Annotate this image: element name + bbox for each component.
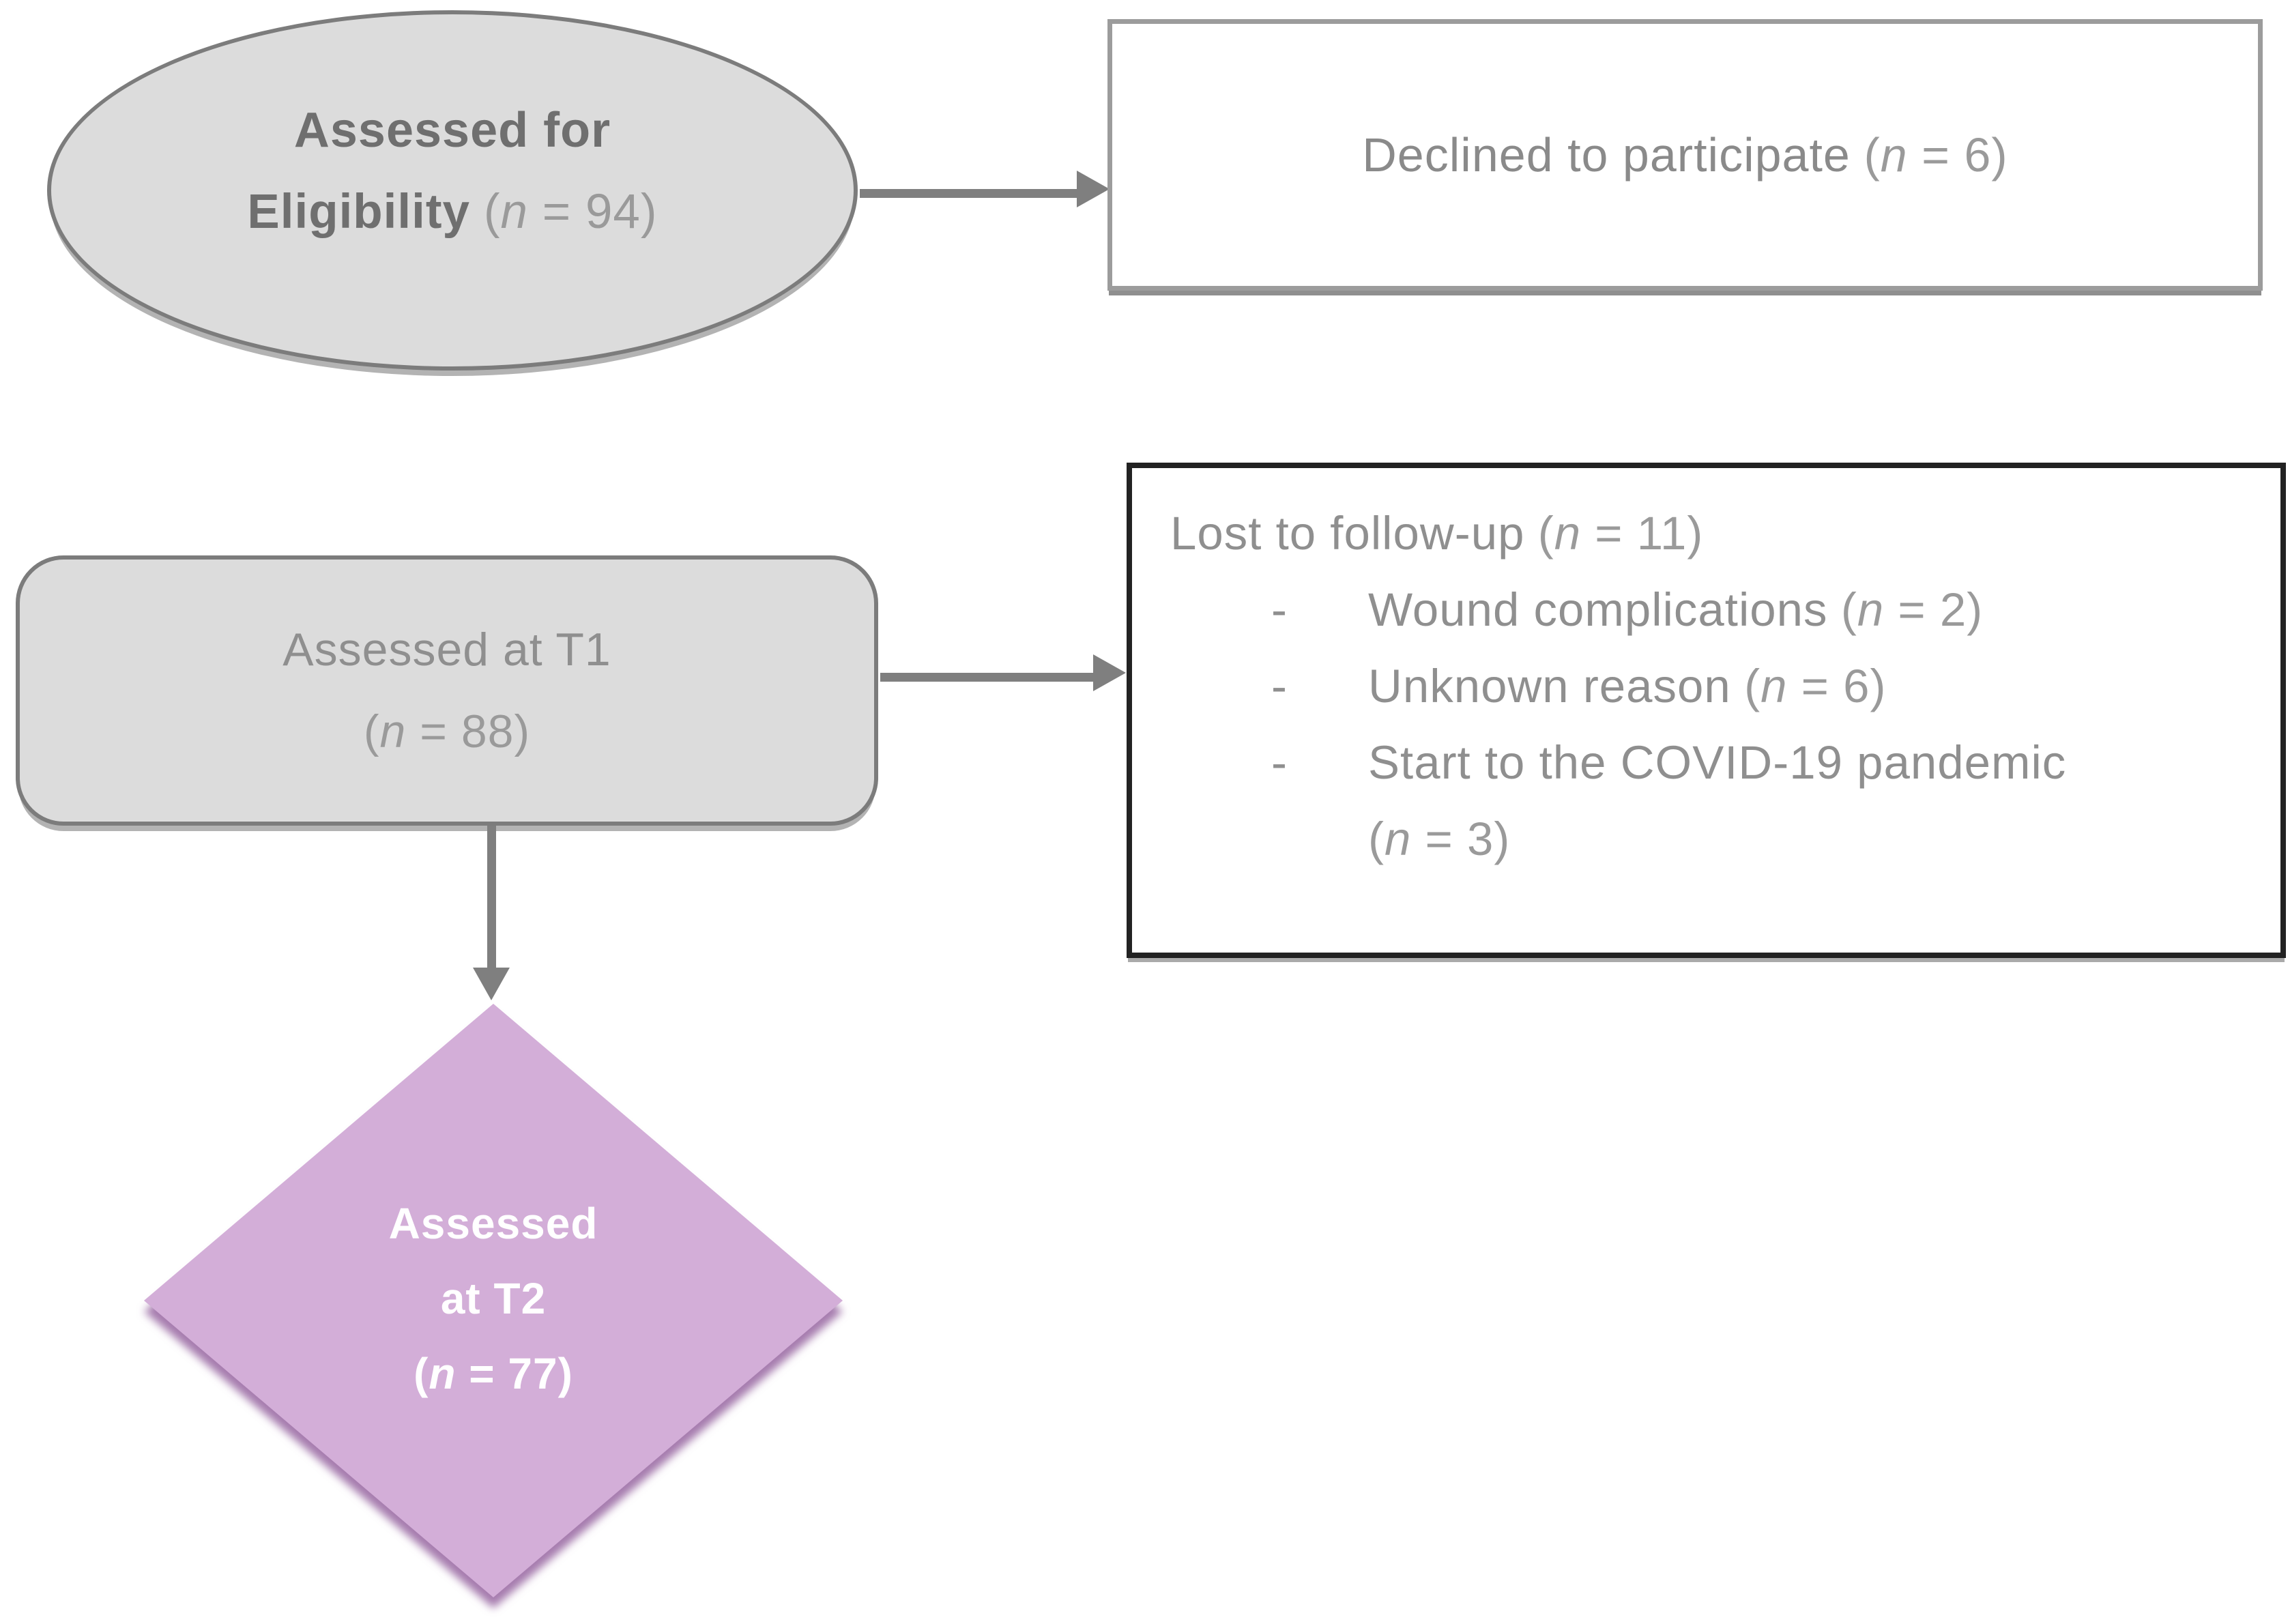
t2-line1: Assessed [388,1199,598,1248]
eligibility-line2: Eligibility(n = 94) [247,171,657,252]
lost-item-covid: - Start to the COVID-19 pandemic [1170,725,2268,801]
t1-line1: Assessed at T1 [282,624,611,676]
lost-item-covid-n-count: (n = 3) [1368,813,1511,865]
arrow-eligibility-to-declined-head [1077,171,1110,207]
t2-n-count: (n = 77) [414,1349,573,1398]
t2-line2: at T2 [440,1274,547,1323]
t1-box-node: Assessed at T1 (n = 88) [16,555,878,826]
eligibility-label: Eligibility [247,185,470,239]
arrow-t1-to-lost-shaft [880,673,1096,682]
t2-diamond-shape [144,1004,843,1608]
lost-title-label: Lost to follow-up [1170,507,1525,560]
t1-n-count: (n = 88) [363,706,531,757]
declined-text-line: Declined to participate(n = 6) [1362,128,2008,182]
arrow-eligibility-to-declined-shaft [860,189,1081,198]
declined-n-count: (n = 6) [1864,128,2008,182]
eligibility-line1: Assessed for [293,103,611,158]
declined-label: Declined to participate [1362,128,1851,182]
arrow-t1-to-lost-head [1093,654,1126,691]
eligibility-ellipse-node: Assessed for Eligibility(n = 94) [47,10,858,371]
lost-title-line: Lost to follow-up(n = 11) [1170,495,2268,572]
lost-item-unknown-label: Unknown reason [1368,660,1731,712]
lost-item-covid-n-line: (n = 3) [1170,801,2268,878]
dash-bullet: - [1271,660,1288,712]
dash-bullet: - [1271,583,1288,636]
declined-box-node: Declined to participate(n = 6) [1107,19,2263,291]
arrow-t1-to-t2-head [473,968,510,1000]
eligibility-n-count: (n = 94) [483,185,658,239]
lost-item-covid-label: Start to the COVID-19 pandemic [1368,736,2067,789]
lost-item-wound-n-count: (n = 2) [1840,583,1984,636]
lost-item-unknown-n-count: (n = 6) [1744,660,1887,712]
t2-diamond [144,1004,843,1597]
t2-diamond-label: Assessed at T2 (n = 77) [306,1186,681,1411]
arrow-t1-to-t2-shaft [487,826,496,970]
lost-item-wound: - Wound complications(n = 2) [1170,572,2268,648]
lost-title-n-count: (n = 11) [1537,507,1704,560]
lost-box-node: Lost to follow-up(n = 11) - Wound complic… [1127,463,2286,958]
lost-item-unknown: - Unknown reason(n = 6) [1170,648,2268,725]
dash-bullet: - [1271,736,1288,789]
lost-item-wound-label: Wound complications [1368,583,1828,636]
